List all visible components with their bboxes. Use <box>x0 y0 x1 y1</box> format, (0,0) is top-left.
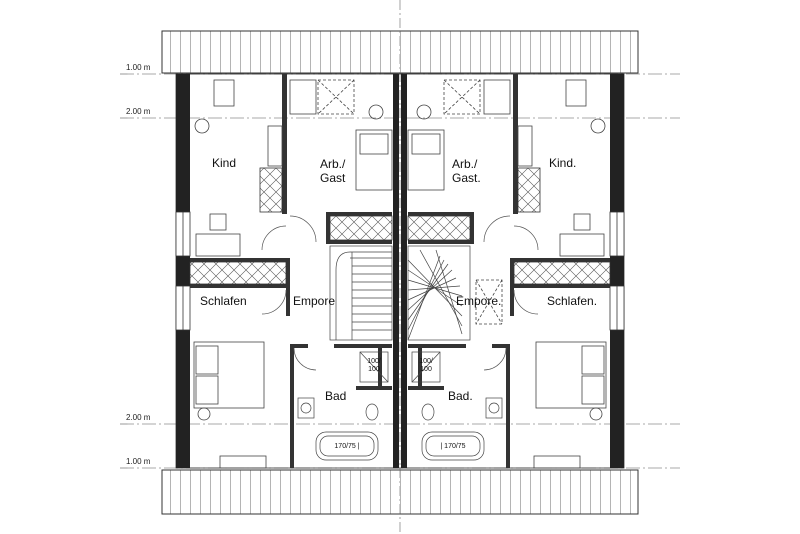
bathroom-fixtures <box>297 351 503 461</box>
built-in-cabinets <box>189 167 611 285</box>
level-label-top-1: 1.00 m <box>126 63 151 72</box>
tub-size-right: | 170/75 <box>440 443 466 450</box>
shower-size-right: 100/ 100 <box>414 358 438 374</box>
staircase-right <box>407 245 471 341</box>
level-label-bottom-1: 1.00 m <box>126 457 151 466</box>
room-label-kind-left: Kind <box>212 156 237 170</box>
room-label-arb-left-line1: Arb./ <box>320 157 346 171</box>
room-label-arb-left-line2: Gast <box>320 171 346 185</box>
shower-size-left: 100/ 100 <box>362 358 386 374</box>
room-label-bad-right: Bad. <box>448 389 473 403</box>
level-label-bottom-2: 2.00 m <box>126 413 151 422</box>
room-label-arb-right-line1: Arb./ <box>452 157 478 171</box>
party-wall <box>393 74 407 468</box>
skylights <box>317 79 503 325</box>
tub-size-left: 170/75 | <box>334 443 360 450</box>
room-label-bad-left: Bad <box>325 389 347 403</box>
room-label-empore-left: Empore <box>293 294 336 308</box>
room-label-schlafen-left: Schlafen <box>200 294 247 308</box>
interior-walls-left <box>190 74 392 468</box>
room-label-kind-right: Kind. <box>549 156 577 170</box>
interior-walls-right <box>408 74 610 468</box>
shower-size-right-bottom: 100 <box>420 366 432 374</box>
level-label-top-2: 2.00 m <box>126 107 151 116</box>
shower-size-left-bottom: 100 <box>368 366 380 374</box>
room-label-schlafen-right: Schlafen. <box>547 294 598 308</box>
shower-size-right-top: 100/ <box>419 358 433 365</box>
shower-size-left-top: 100/ <box>367 358 381 365</box>
exterior-walls <box>176 74 624 468</box>
room-label-arb-right-line2: Gast. <box>452 171 481 185</box>
wall-windows <box>175 211 625 331</box>
furniture <box>193 79 607 469</box>
door-swings <box>261 215 539 371</box>
room-label-empore-right: Empore. <box>456 294 502 308</box>
staircase-left <box>329 245 393 341</box>
